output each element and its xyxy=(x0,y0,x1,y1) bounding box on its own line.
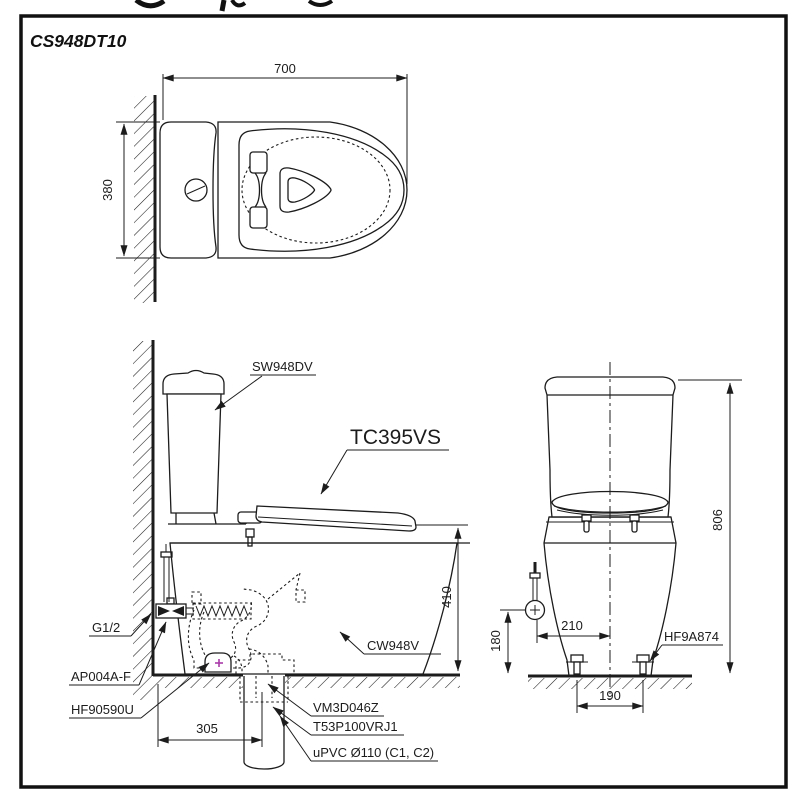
svg-text:G1/2: G1/2 xyxy=(92,620,120,635)
water-area-inner xyxy=(287,177,316,203)
svg-text:VM3D046Z: VM3D046Z xyxy=(313,700,379,715)
wall-hatch xyxy=(133,341,153,700)
dim-190: 190 xyxy=(576,680,644,713)
label-supply-thread: G1/2 xyxy=(89,613,152,637)
dim-410-value: 410 xyxy=(439,586,454,608)
dim-180: 180 xyxy=(488,609,525,674)
dim-305-value: 305 xyxy=(196,721,218,736)
dim-210: 210 xyxy=(536,618,611,643)
label-bowl: CW948V xyxy=(339,631,441,655)
drain-pipe xyxy=(243,676,285,770)
flush-button-slot xyxy=(186,185,206,195)
cropped-header-glyphs xyxy=(134,0,334,12)
dim-210-value: 210 xyxy=(561,618,583,633)
dim-180-value: 180 xyxy=(488,630,503,652)
label-stop-valve: AP004A-F xyxy=(69,621,167,686)
label-bolt-cap: HF9A874 xyxy=(649,629,723,662)
dim-410: 410 xyxy=(416,524,468,672)
cistern-base xyxy=(168,512,247,525)
hinge-block-top xyxy=(249,151,268,174)
dim-700: 700 xyxy=(162,61,408,184)
svg-text:TC395VS: TC395VS xyxy=(350,426,441,449)
flush-button xyxy=(184,178,208,202)
hinge-cover xyxy=(254,172,267,208)
dim-380: 380 xyxy=(100,121,160,259)
hinge-bolt-head xyxy=(245,528,255,538)
seat-profile xyxy=(255,505,417,532)
floor-hatch-right xyxy=(285,677,460,688)
svg-text:uPVC Ø110 (C1, C2): uPVC Ø110 (C1, C2) xyxy=(313,745,434,760)
svg-text:HF9A874: HF9A874 xyxy=(664,629,719,644)
label-outlet-flange: VM3D046Z xyxy=(267,683,384,717)
dim-806: 806 xyxy=(678,379,742,674)
floor-bolts xyxy=(566,654,654,675)
floor-hatch-left xyxy=(153,677,243,688)
dim-806-value: 806 xyxy=(710,509,725,531)
dim-305: 305 xyxy=(157,684,263,747)
water-area-outer xyxy=(279,167,332,213)
stop-valve-assembly xyxy=(155,544,194,619)
cistern-top-outline xyxy=(159,121,217,259)
cistern-lid xyxy=(162,369,225,395)
flexible-hose xyxy=(192,602,252,620)
label-drain-pipe: uPVC Ø110 (C1, C2) xyxy=(279,715,438,762)
top-view: 700 380 xyxy=(100,61,408,303)
seat-bolts xyxy=(581,514,640,533)
label-cistern: SW948DV xyxy=(214,359,316,411)
seat-inner-dotted xyxy=(241,136,391,244)
seat-front xyxy=(551,490,669,514)
cistern-body xyxy=(166,393,222,514)
svg-text:CW948V: CW948V xyxy=(367,638,419,653)
label-floor-fixing: HF90590U xyxy=(69,662,210,719)
seat-seam xyxy=(257,516,413,527)
dim-190-value: 190 xyxy=(599,688,621,703)
label-outlet-joint: T53P100VRJ1 xyxy=(272,706,404,736)
label-seat: TC395VS xyxy=(320,426,449,495)
sheet-border xyxy=(19,14,788,789)
front-view: 806 180 210 190 HF9A874 xyxy=(488,362,742,713)
svg-text:AP004A-F: AP004A-F xyxy=(71,669,131,684)
seat-lid-outline xyxy=(238,128,405,252)
hinge-block-bottom xyxy=(249,206,268,229)
supply-valve-icon xyxy=(524,562,546,621)
hinge-bolt-stem xyxy=(247,536,253,547)
trapway-hidden-lines xyxy=(187,572,306,703)
dim-380-value: 380 xyxy=(100,179,115,201)
dim-700-value: 700 xyxy=(274,61,296,76)
svg-text:T53P100VRJ1: T53P100VRJ1 xyxy=(313,719,398,734)
side-view: 410 305 SW948DV TC395VS CW948V G1/2 xyxy=(69,340,470,770)
svg-text:SW948DV: SW948DV xyxy=(252,359,313,374)
wall-hatch xyxy=(134,96,155,303)
svg-text:HF90590U: HF90590U xyxy=(71,702,134,717)
model-title: CS948DT10 xyxy=(30,31,127,51)
fixing-point-marker xyxy=(215,659,223,667)
